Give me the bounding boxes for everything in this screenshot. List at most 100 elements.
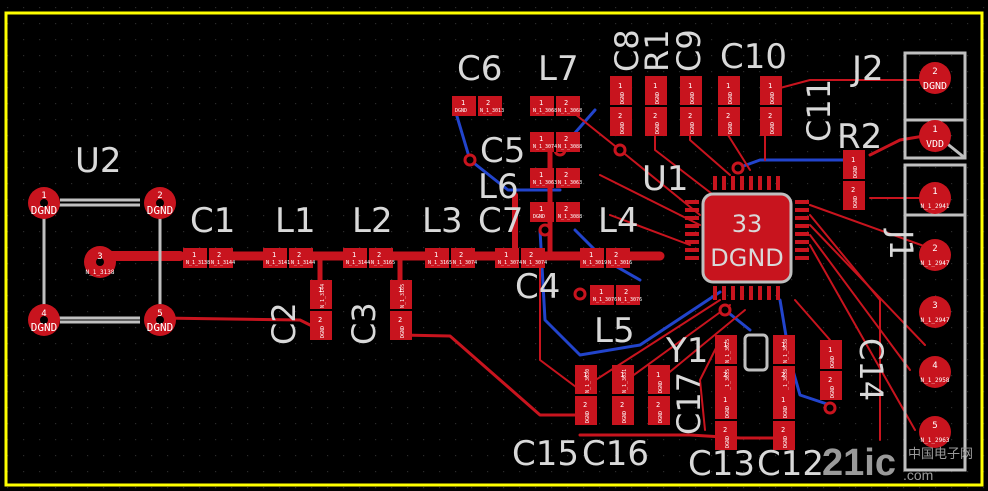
pad-gap-l4 xyxy=(604,248,606,268)
svg-text:4: 4 xyxy=(932,361,937,371)
pad-gap-c6 xyxy=(476,96,478,116)
pad-pin-c12b-2: 2 xyxy=(781,426,785,434)
pad-pin-l4-2: 2 xyxy=(614,251,618,259)
pad-pin-c8-2: 2 xyxy=(618,112,622,120)
pad-gap-c10 xyxy=(718,105,740,107)
label-c1: C1 xyxy=(190,201,235,241)
pad-net-c16-2: DGND xyxy=(622,411,628,423)
rotated-designator-labels: C2 C3 C8 R1 C9 C11 J1 C17 C14 xyxy=(265,29,920,435)
label-c11: C11 xyxy=(800,79,838,142)
pad-pin-l3-1: 1 xyxy=(434,251,438,259)
pad-pin-c13b-1: 1 xyxy=(723,396,727,404)
pad-net-c16-1: N_1_3031 xyxy=(622,369,628,393)
pad-net-c6-1: DGND xyxy=(455,108,467,114)
svg-text:N_1_3138: N_1_3138 xyxy=(86,269,115,276)
pad-pin-c6-2: 2 xyxy=(486,99,490,107)
pad-gap-c15 xyxy=(575,394,597,396)
label-c3: C3 xyxy=(345,302,383,345)
j1-outline xyxy=(903,163,967,472)
label-c5: C5 xyxy=(480,131,525,171)
pad-pin-c10-2: 2 xyxy=(726,112,730,120)
pad-gap-l2 xyxy=(367,248,369,268)
pad-net-c7-1: N_1_3074 xyxy=(498,260,522,266)
pad-net-c1-1: N_1_3138 xyxy=(186,260,210,266)
label-c4: C4 xyxy=(515,267,560,307)
watermark-suffix: .com xyxy=(903,467,933,483)
pad-net-c17-2: DGND xyxy=(658,411,664,423)
pad-pin-c1-2: 2 xyxy=(217,251,221,259)
pad-pin-l6x-1: 1 xyxy=(539,205,543,213)
svg-text:N_1_2963: N_1_2963 xyxy=(921,437,950,444)
u1-pad-number: 33 xyxy=(732,210,763,238)
pad-pin-r1-2: 2 xyxy=(653,112,657,120)
pad-net-c1-2: N_1_3144 xyxy=(211,260,235,266)
pad-net-c8-1: DGND xyxy=(620,92,626,104)
pad-pin-c17-1: 1 xyxy=(656,371,660,379)
pad-net-c2-1: N_1_3144 xyxy=(320,284,326,308)
pad-gap-c4 xyxy=(614,285,616,305)
pad-gap-l1 xyxy=(287,248,289,268)
pad-gap-l3 xyxy=(449,248,451,268)
pad-pin-c2-2: 2 xyxy=(318,316,322,324)
pad-net-l1-1: N_1_3141 xyxy=(266,260,290,266)
pad-gap-c12b xyxy=(773,419,795,421)
pad-gap-c3 xyxy=(390,309,412,311)
watermark-logo: 21ic xyxy=(822,442,896,484)
pad-gap-c9 xyxy=(680,105,702,107)
pad-pin-c7-2: 2 xyxy=(529,251,533,259)
label-r1: R1 xyxy=(638,29,676,72)
pad-net-l3-1: N_1_3165 xyxy=(428,260,452,266)
pad-pin-c12-1: 1 xyxy=(781,341,785,349)
pad-gap-c11 xyxy=(760,105,782,107)
pad-net-l6-1: N_1_3063 xyxy=(533,180,557,186)
svg-text:3: 3 xyxy=(932,301,937,311)
j2-pads: 2 DGND 1 VDD xyxy=(919,62,951,152)
pad-gap-c2 xyxy=(310,309,332,311)
svg-text:DGND: DGND xyxy=(923,81,947,92)
pad-net-c14-2: DGND xyxy=(830,386,836,398)
svg-text:5: 5 xyxy=(932,421,937,431)
u1-ic[interactable]: 33 DGND xyxy=(685,176,809,300)
svg-text:N_1_2947: N_1_2947 xyxy=(921,260,950,267)
pad-pin-c13-2: 2 xyxy=(723,371,727,379)
pad-gap-c13 xyxy=(715,364,737,366)
pad-pin-c11-1: 1 xyxy=(768,82,772,90)
label-l7: L7 xyxy=(538,49,579,89)
label-r2: R2 xyxy=(837,117,882,157)
pad-net-c12-1: N_1_3038 xyxy=(783,339,789,363)
pad-pin-c3-2: 2 xyxy=(398,316,402,324)
pad-pin-r2-2: 2 xyxy=(851,186,855,194)
pad-net-l6x-2: N_1_3088 xyxy=(558,214,582,220)
pad-pin-c5-1: 1 xyxy=(539,135,543,143)
pad-net-c5-1: N_1_3074 xyxy=(533,144,557,150)
